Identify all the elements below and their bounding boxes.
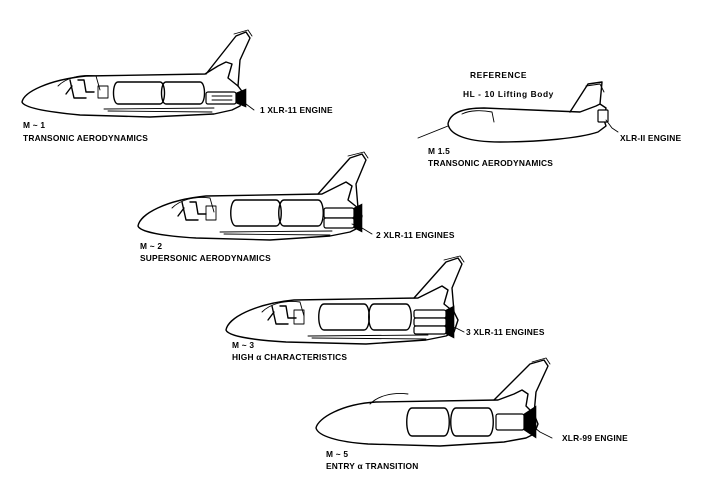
m1-tank-1: [112, 81, 166, 105]
m5-tank-1: [406, 407, 450, 437]
reference-heading: REFERENCE: [470, 70, 527, 80]
m2-tank-1: [230, 199, 282, 227]
m1-wing-strake: [103, 107, 215, 113]
m2-tail-tip: [347, 151, 369, 159]
m3-tail-tip: [443, 255, 465, 263]
hl10-tail-fin: [569, 81, 603, 113]
m2-pilot-seat: [177, 201, 207, 221]
m3-mach-label: M ~ 3: [232, 340, 254, 350]
reference-engine-label: XLR-II ENGINE: [620, 133, 681, 143]
hl10-nose-probe: [417, 125, 449, 139]
m5-engine-leader: [529, 423, 553, 439]
m3-tank-1: [318, 303, 370, 331]
m3-vertical-tail: [413, 257, 463, 313]
m2-canopy: [171, 197, 215, 213]
m5-engine: [495, 413, 525, 431]
m2-mach-label: M ~ 2: [140, 241, 162, 251]
m5-mach-label: M ~ 5: [326, 449, 348, 459]
m2-wing-strake: [219, 230, 333, 236]
m2-engine-upper: [323, 207, 355, 219]
m5-engine-label: XLR-99 ENGINE: [562, 433, 628, 443]
m5-spine: [369, 393, 409, 405]
m3-regime-label: HIGH α CHARACTERISTICS: [232, 352, 347, 362]
m3-engine-1: [413, 309, 447, 319]
aircraft-m5: XLR-99 ENGINE M ~ 5 ENTRY α TRANSITION: [315, 357, 628, 471]
reference-mach-label: M 1.5: [428, 146, 450, 156]
m1-tail-tip: [233, 29, 253, 37]
m3-engine-nozzle: [445, 305, 455, 339]
m3-canopy: [261, 301, 305, 317]
m2-engine-label: 2 XLR-11 ENGINES: [376, 230, 455, 240]
m3-tank-2: [368, 303, 412, 331]
m1-fuselage: [21, 61, 245, 118]
m3-instrument-panel: [293, 309, 305, 325]
m1-pilot-seat: [65, 79, 95, 99]
m1-engine-detail: [211, 95, 233, 101]
m1-canopy: [57, 75, 101, 91]
m5-engine-nozzle: [523, 405, 537, 439]
m1-tank-2: [160, 81, 206, 105]
m5-vertical-tail: [493, 359, 549, 415]
m2-tank-2: [278, 199, 324, 227]
reference-hl10: REFERENCE HL - 10 Lifting Body XLR-II EN…: [417, 70, 681, 168]
m1-engine-label: 1 XLR-11 ENGINE: [260, 105, 333, 115]
m2-engine-leader: [351, 223, 373, 235]
hl10-body: [447, 103, 607, 143]
m3-engine-label: 3 XLR-11 ENGINES: [466, 327, 545, 337]
hl10-engine-leader: [605, 119, 619, 133]
m2-fuselage: [137, 181, 363, 241]
m3-pilot-seat: [267, 305, 297, 325]
aircraft-m2: 2 XLR-11 ENGINES M ~ 2 SUPERSONIC AERODY…: [137, 151, 455, 263]
aircraft-m1: 1 XLR-11 ENGINE M ~ 1 TRANSONIC AERODYNA…: [21, 29, 333, 143]
m1-instrument-panel: [97, 85, 109, 99]
m5-tail-tip: [531, 357, 551, 365]
hl10-tail-tip: [585, 83, 605, 93]
m2-vertical-tail: [317, 153, 367, 209]
m3-fuselage: [225, 285, 459, 345]
m2-engine-lower: [323, 217, 355, 229]
aircraft-m3: 3 XLR-11 ENGINES M ~ 3 HIGH α CHARACTERI…: [225, 255, 545, 362]
m2-instrument-panel: [205, 205, 217, 221]
m1-engine-leader: [235, 99, 255, 111]
m2-engine-nozzle: [353, 203, 363, 233]
m3-engine-leader: [445, 325, 465, 333]
hl10-canopy: [461, 110, 495, 123]
m1-engine-nozzle: [235, 88, 247, 108]
m5-tank-2: [450, 407, 494, 437]
m1-vertical-tail: [205, 31, 251, 87]
m1-engine: [205, 91, 237, 105]
m2-regime-label: SUPERSONIC AERODYNAMICS: [140, 253, 271, 263]
m3-engine-2: [413, 317, 447, 327]
m5-regime-label: ENTRY α TRANSITION: [326, 461, 419, 471]
reference-regime-label: TRANSONIC AERODYNAMICS: [428, 158, 553, 168]
reference-name: HL - 10 Lifting Body: [463, 89, 554, 99]
hl10-engine: [597, 109, 609, 123]
m1-mach-label: M ~ 1: [23, 120, 45, 130]
m3-engine-3: [413, 325, 447, 335]
m3-wing-strake: [307, 334, 429, 340]
m1-regime-label: TRANSONIC AERODYNAMICS: [23, 133, 148, 143]
